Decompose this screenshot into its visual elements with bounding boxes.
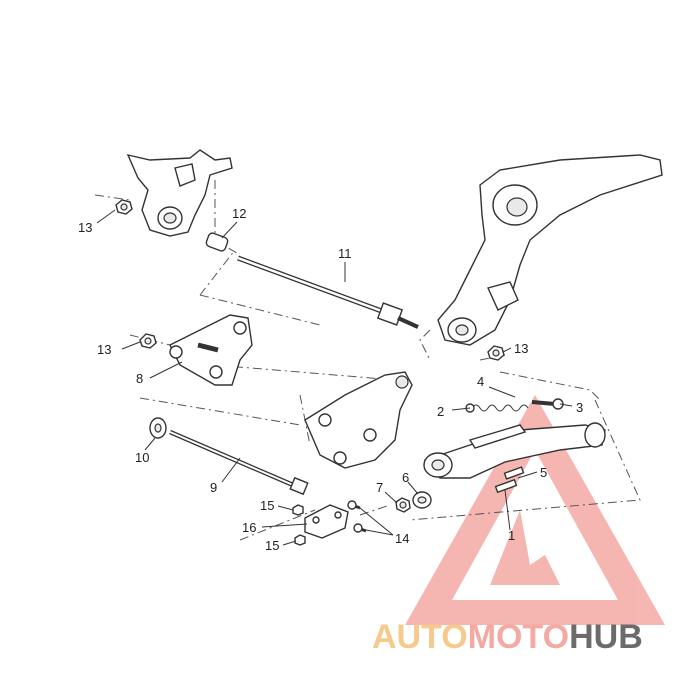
part-bolt-3 xyxy=(531,398,564,410)
watermark-word-hub: HUB xyxy=(569,618,643,656)
part-nut-7 xyxy=(395,497,411,513)
callout-13-mid: 13 xyxy=(97,342,111,357)
callout-10: 10 xyxy=(135,450,149,465)
part-sidestand xyxy=(423,422,606,479)
part-nut-15-bottom xyxy=(294,534,306,546)
part-nut-13-mid xyxy=(139,333,157,349)
callout-9: 9 xyxy=(210,480,217,495)
part-nut-15-top xyxy=(292,504,304,516)
part-spring xyxy=(465,403,529,413)
callout-3: 3 xyxy=(576,400,583,415)
callout-14: 14 xyxy=(395,531,409,546)
callout-15-bottom: 15 xyxy=(265,538,279,553)
part-switch xyxy=(304,504,349,539)
callout-labels: 13 12 11 13 8 13 4 2 3 10 9 5 6 7 15 16 … xyxy=(78,206,583,553)
frame-bracket-left xyxy=(126,149,233,237)
callout-13-right: 13 xyxy=(514,341,528,356)
part-screws-14 xyxy=(347,500,367,533)
part-washer-10 xyxy=(149,417,167,439)
callout-8: 8 xyxy=(136,371,143,386)
watermark-word-auto: AUTO xyxy=(372,618,468,656)
part-long-bolt xyxy=(237,255,419,329)
watermark-triangle-inner xyxy=(452,450,618,600)
callout-4: 4 xyxy=(477,374,484,389)
part-plate-bracket xyxy=(169,314,253,386)
watermark-logo xyxy=(405,395,665,625)
part-nut-13-top xyxy=(115,199,133,215)
part-nut-13-right xyxy=(487,345,505,361)
svg-text:AUTOMOTOHUB: AUTOMOTOHUB xyxy=(372,618,643,656)
watermark-triangle-core xyxy=(490,510,560,585)
callout-6: 6 xyxy=(402,470,409,485)
callout-7: 7 xyxy=(376,480,383,495)
part-washer-6 xyxy=(412,491,432,509)
leader-lines xyxy=(96,209,573,546)
part-stand-mount xyxy=(304,371,413,469)
callout-2: 2 xyxy=(437,404,444,419)
part-long-rod xyxy=(169,429,309,496)
callout-15-top: 15 xyxy=(260,498,274,513)
frame-main-right xyxy=(437,154,663,346)
watermark-word-moto: MOTO xyxy=(468,618,569,656)
callout-13-top: 13 xyxy=(78,220,92,235)
callout-16: 16 xyxy=(242,520,256,535)
part-pins xyxy=(494,466,525,494)
callout-1: 1 xyxy=(508,528,515,543)
callout-12: 12 xyxy=(232,206,246,221)
callout-5: 5 xyxy=(540,465,547,480)
callout-11: 11 xyxy=(338,246,352,261)
watermark-wordmark: AUTOMOTOHUB xyxy=(372,618,643,656)
